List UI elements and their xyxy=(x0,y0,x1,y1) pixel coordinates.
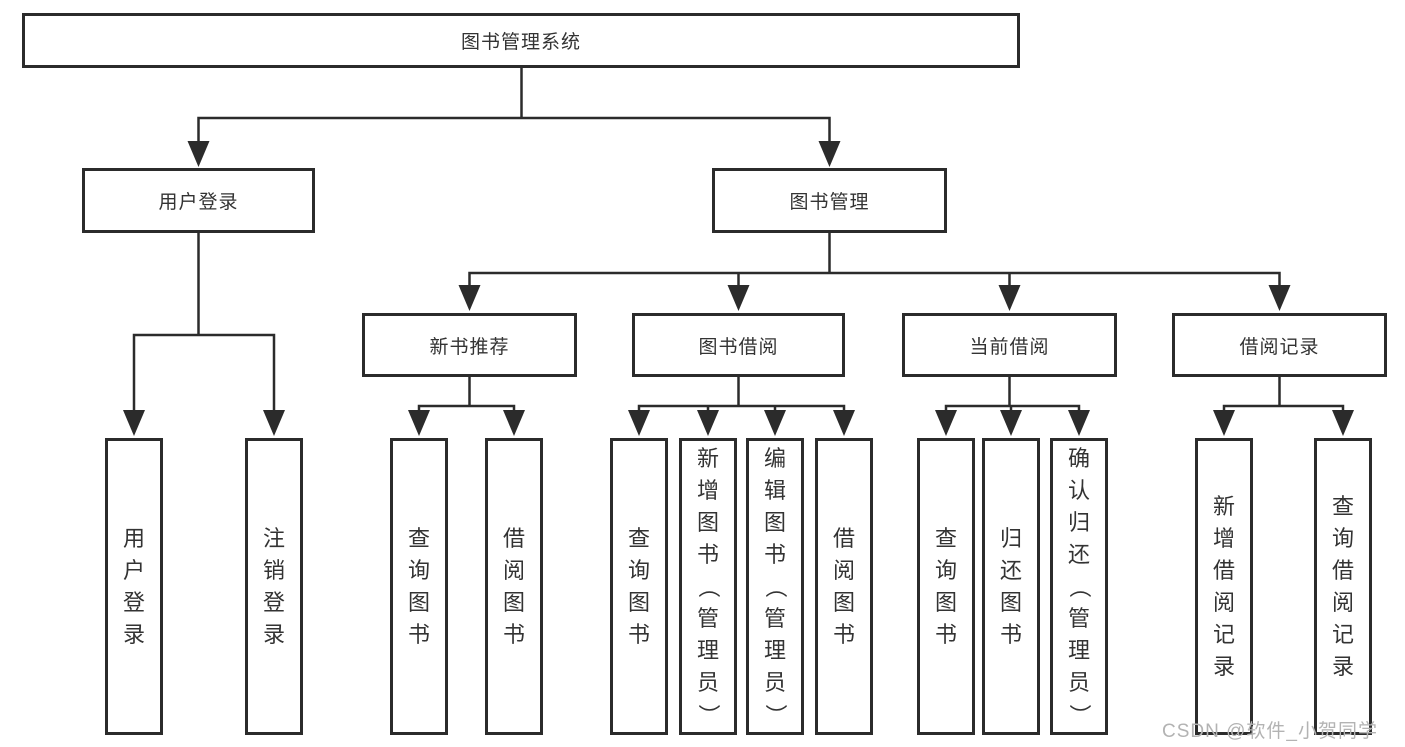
node-user-login: 用户登录 xyxy=(82,168,315,233)
leaf-borrow-books: 借阅图书 xyxy=(815,438,873,735)
leaf-query-books-borrowing: 查询图书 xyxy=(610,438,668,735)
node-current-borrowing: 当前借阅 xyxy=(902,313,1117,377)
leaf-logout: 注销登录 xyxy=(245,438,303,735)
leaf-edit-books-admin: 编辑图书（管理员） xyxy=(746,438,804,735)
leaf-query-books-current: 查询图书 xyxy=(917,438,975,735)
node-borrowing-records: 借阅记录 xyxy=(1172,313,1387,377)
node-label: 图书管理 xyxy=(789,192,870,213)
node-label: 新书推荐 xyxy=(429,336,510,358)
node-book-borrowing: 图书借阅 xyxy=(632,313,845,377)
node-label: 用户登录 xyxy=(158,192,239,213)
node-label: 借阅记录 xyxy=(1239,336,1320,358)
leaf-user-login: 用户登录 xyxy=(105,438,163,735)
node-label: 图书借阅 xyxy=(698,336,779,358)
node-library-management-system: 图书管理系统 xyxy=(22,13,1020,68)
node-new-book-recommendation: 新书推荐 xyxy=(362,313,577,377)
node-book-management: 图书管理 xyxy=(712,168,947,233)
node-label: 当前借阅 xyxy=(969,336,1050,358)
csdn-watermark: CSDN @软件_小贺同学 xyxy=(1162,721,1378,742)
leaf-confirm-return-admin: 确认归还（管理员） xyxy=(1050,438,1108,735)
leaf-add-borrow-record: 新增借阅记录 xyxy=(1195,438,1253,735)
root-label: 图书管理系统 xyxy=(460,32,581,53)
leaf-add-books-admin: 新增图书（管理员） xyxy=(679,438,737,735)
leaf-borrow-books-recommend: 借阅图书 xyxy=(485,438,543,735)
leaf-return-books: 归还图书 xyxy=(982,438,1040,735)
arrowheads xyxy=(123,141,1354,436)
leaf-query-borrow-record: 查询借阅记录 xyxy=(1314,438,1372,735)
leaf-query-books-recommend: 查询图书 xyxy=(390,438,448,735)
